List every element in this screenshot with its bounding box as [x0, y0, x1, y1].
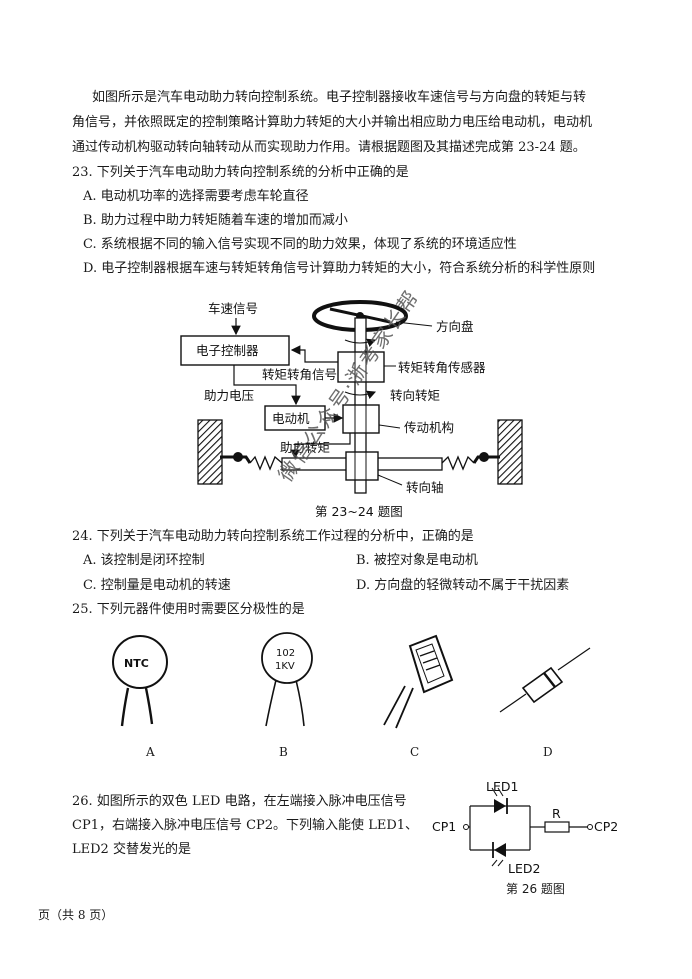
label-steering-shaft: 转向轴: [406, 480, 444, 495]
q26-line-3: LED2 交替发光的是: [72, 842, 191, 857]
q25-choice-a: A: [146, 745, 155, 759]
label-torque-sensor: 转矩转角传感器: [398, 360, 486, 375]
label-motor: 电动机: [272, 411, 310, 426]
q24-option-a: A. 该控制是闭环控制: [83, 553, 205, 568]
q25-choice-b: B: [279, 745, 288, 759]
left-wheel: [197, 419, 223, 485]
capacitor-label-102: 102: [276, 648, 295, 659]
component-b-ceramic-capacitor: 102 1KV: [261, 632, 313, 727]
led-circuit-diagram: CP1 R CP2 LED1 LED2: [432, 779, 618, 876]
right-wheel: [497, 419, 523, 485]
q24-option-c: C. 控制量是电动机的转速: [83, 578, 231, 593]
q23-option-d: D. 电子控制器根据车速与转矩转角信号计算助力转矩的大小，符合系统分析的科学性原…: [83, 261, 596, 276]
label-led1: LED1: [486, 779, 518, 794]
component-a-ntc-thermistor: NTC: [112, 635, 168, 727]
q23-option-a: A. 电动机功率的选择需要考虑车轮直径: [83, 189, 309, 204]
intro-line-2: 角信号，并依照既定的控制策略计算助力转矩的大小并输出相应助力电压给电动机，电动机: [72, 115, 593, 130]
label-controller: 电子控制器: [196, 343, 259, 358]
q23-stem: 23. 下列关于汽车电动助力转向控制系统的分析中正确的是: [72, 165, 409, 180]
label-cp1: CP1: [432, 819, 456, 834]
q24-option-b: B. 被控对象是电动机: [356, 553, 478, 568]
q26-caption: 第 26 题图: [506, 882, 565, 896]
controller-box: [180, 335, 290, 366]
q26-line-1: 26. 如图所示的双色 LED 电路，在左端接入脉冲电压信号: [72, 794, 407, 809]
steering-gear: [345, 451, 379, 481]
label-led2: LED2: [508, 861, 540, 876]
intro-line-3: 通过传动机构驱动转向轴转动从而实现助力作用。请根据题图及其描述完成第 23-24…: [72, 140, 586, 155]
q25-choice-c: C: [410, 745, 420, 759]
label-assist-torque: 助力转矩: [280, 440, 330, 455]
q26-line-2: CP1，右端接入脉冲电压信号 CP2。下列输入能使 LED1、: [72, 818, 419, 833]
torque-sensor-box: [337, 351, 385, 383]
page-footer: 页（共 8 页）: [38, 908, 114, 922]
intro-line-1: 如图所示是汽车电动助力转向控制系统。电子控制器接收车速信号与方向盘的转矩与转: [92, 90, 587, 105]
transmission-box: [342, 404, 380, 434]
label-steering-wheel: 方向盘: [436, 319, 474, 334]
label-torque-signal: 转矩转角信号: [262, 367, 337, 382]
q24-stem: 24. 下列关于汽车电动助力转向控制系统工作过程的分析中，正确的是: [72, 529, 474, 544]
label-steering-torque: 转向转矩: [390, 388, 440, 403]
label-r: R: [552, 806, 561, 821]
label-assist-voltage: 助力电压: [204, 388, 254, 403]
label-cp2: CP2: [594, 819, 618, 834]
ntc-label: NTC: [124, 657, 149, 670]
q25-choice-d: D: [543, 745, 553, 759]
motor-box: [264, 405, 326, 431]
diagram1-caption: 第 23~24 题图: [315, 504, 403, 519]
label-speed-signal: 车速信号: [208, 301, 258, 316]
capacitor-label-1kv: 1KV: [275, 661, 295, 672]
q24-option-d: D. 方向盘的轻微转动不属于干扰因素: [356, 578, 570, 593]
component-c-humidity-sensor: [383, 634, 454, 729]
label-transmission: 传动机构: [404, 420, 454, 435]
q25-stem: 25. 下列元器件使用时需要区分极性的是: [72, 602, 305, 617]
component-d-diode: [499, 647, 591, 713]
q23-option-b: B. 助力过程中助力转矩随着车速的增加而减小: [83, 213, 348, 228]
q23-option-c: C. 系统根据不同的输入信号实现不同的助力效果，体现了系统的环境适应性: [83, 237, 517, 252]
